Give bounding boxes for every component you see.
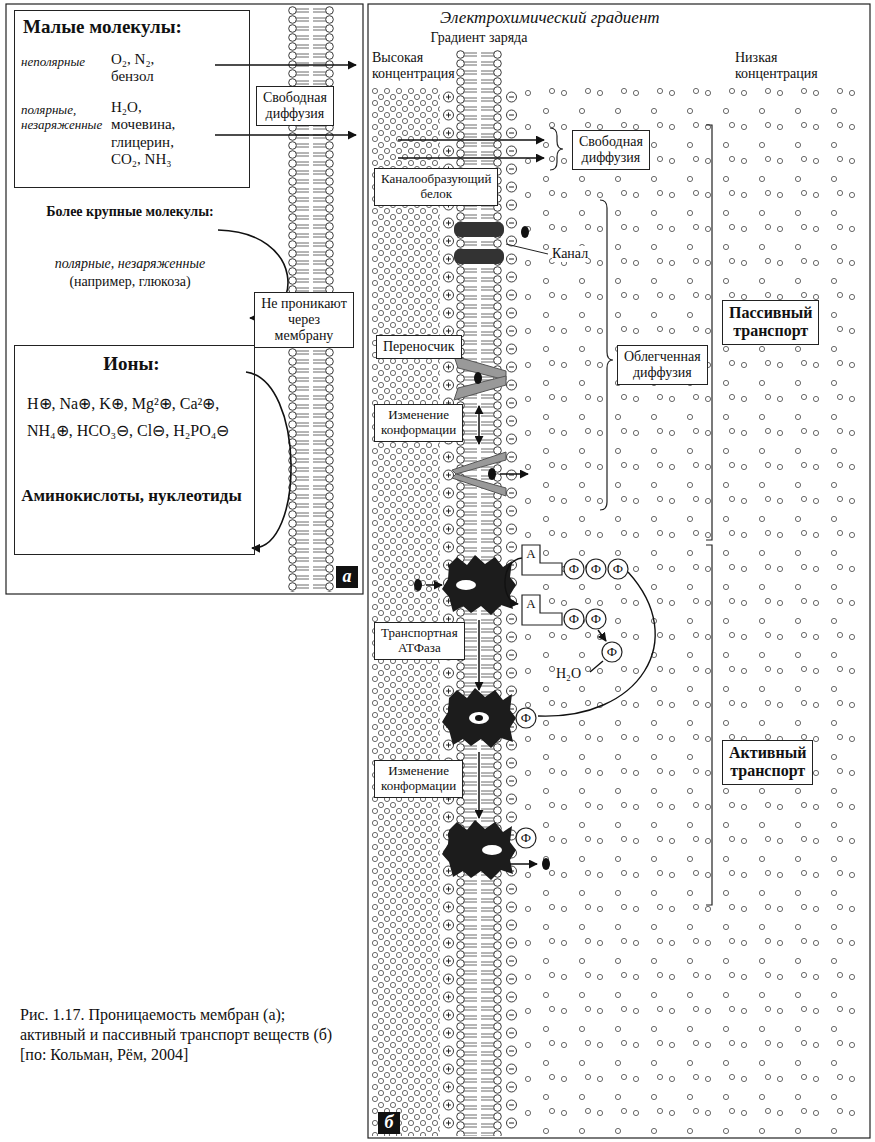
diffusion-arrows [215, 65, 356, 548]
atp-molecule [516, 545, 628, 848]
figure-caption: Рис. 1.17. Проницаемость мембран (а); ак… [20, 1005, 350, 1065]
adenosine-letter: А [521, 594, 541, 614]
node-text: Каналообразующий белок [381, 172, 491, 202]
atpase-pump [442, 555, 516, 880]
molecule-list: H₂O, мочевина, глицерин, CO₂, NH₃ [111, 99, 207, 168]
group-heading: Более крупные молекулы: [20, 204, 240, 220]
group-heading: Аминокислоты, нуклеотиды [15, 486, 248, 506]
category-box: Активный транспорт [722, 740, 813, 785]
group-heading: Малые молекулы: [23, 17, 243, 38]
category-box: Пассивный транспорт [722, 300, 819, 345]
process-box: Свободная диффузия [572, 130, 650, 170]
water-label: H₂O [556, 666, 581, 682]
node-text: Изменение конформации [381, 764, 456, 794]
phosphate-letter: Ф [608, 559, 628, 579]
phosphate-letter: Ф [516, 828, 536, 848]
process-box: Изменение конформации [374, 404, 463, 442]
process-box: Каналообразующий белок [374, 168, 498, 206]
node-text: Пассивный транспорт [729, 304, 812, 341]
node-text: Не проникают через мембрану [261, 296, 347, 344]
phosphate-letter: Ф [564, 609, 584, 629]
node-text: Облегченная диффузия [624, 349, 701, 381]
callout-box: Не проникают через мембрану [254, 292, 354, 348]
ion-list: H⊕, Na⊕, K⊕, Mg²⊕, Ca²⊕, NH₄⊕, HCO₃⊖, Cl… [27, 390, 239, 444]
low-concentration-particles [522, 85, 866, 1136]
phosphate-letter: Ф [586, 559, 606, 579]
phosphate-letter: Ф [586, 609, 606, 629]
process-box: Изменение конформации [374, 760, 463, 798]
node-text: Транспортная АТФаза [381, 626, 458, 656]
process-box: Облегченная диффузия [617, 345, 708, 385]
panel-letter: б [378, 1112, 400, 1134]
class-label: полярные, незаряженные [21, 103, 109, 133]
molecule-group-box: Малые молекулы: неполярныеO₂, N₂, бензолп… [14, 10, 250, 188]
molecule-list: O₂, N₂, бензол [111, 51, 191, 86]
class-label: полярные, незаряженные [20, 256, 240, 272]
node-text: Переносчик [383, 339, 455, 355]
process-box: Переносчик [376, 335, 462, 359]
phosphate-letter: Ф [602, 642, 622, 662]
callout-box: Свободная диффузия [256, 86, 334, 126]
panel-frame [6, 4, 363, 594]
diagram-title: Электрохимический градиент [440, 8, 660, 28]
transported-molecules [474, 372, 528, 480]
positive-charges [443, 88, 454, 1132]
channel-protein [454, 222, 548, 264]
process-box: Транспортная АТФаза [374, 622, 465, 660]
phosphate-letter: Ф [564, 559, 584, 579]
group-heading: Ионы: [15, 354, 248, 375]
gradient-label: Градиент заряда [419, 30, 539, 46]
concentration-label: Высокая концентрация [372, 50, 455, 82]
node-text: Свободная диффузия [579, 134, 643, 166]
concentration-label: Низкая концентрация [735, 50, 818, 82]
class-label: неполярные [21, 55, 109, 70]
example-label: (например, глюкоза) [20, 274, 240, 290]
node-text: Активный транспорт [729, 744, 806, 781]
high-concentration-particles [372, 88, 440, 1136]
node-text: Свободная диффузия [263, 90, 327, 122]
ion-group-box: Ионы: H⊕, Na⊕, K⊕, Mg²⊕, Ca²⊕, NH₄⊕, HCO₃… [14, 345, 255, 555]
adenosine-letter: А [521, 544, 541, 564]
brackets [550, 125, 712, 905]
part-label: Канал [552, 246, 588, 262]
phosphate-letter: Ф [516, 708, 536, 728]
atp-reaction-lines [505, 558, 655, 716]
panel-letter: а [336, 566, 358, 588]
node-text: Изменение конформации [381, 408, 456, 438]
diffusion-arrows [398, 140, 544, 158]
panel-frame [368, 4, 870, 1138]
